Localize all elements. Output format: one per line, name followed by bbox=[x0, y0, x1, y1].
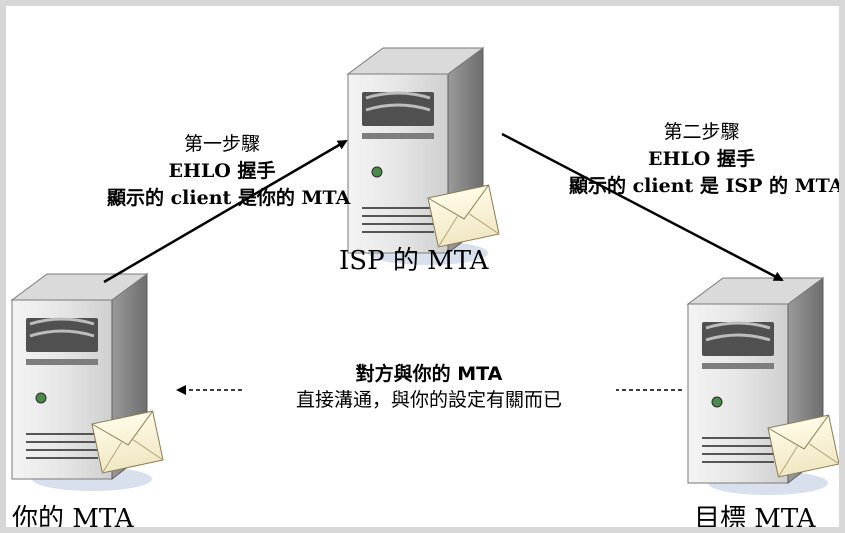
your-mta-server-icon bbox=[10, 272, 165, 493]
diagram-canvas: 第一步驟 EHLO 握手 顯示的 client 是你的 MTA 第二步驟 EHL… bbox=[6, 6, 839, 527]
step2-title: 第二步驟 bbox=[663, 121, 740, 143]
step1-arrow bbox=[103, 139, 348, 284]
note-line-2: 直接溝通，與你的設定有關而已 bbox=[295, 389, 562, 411]
step1-title: 第一步驟 bbox=[183, 133, 260, 155]
step2-arrow bbox=[501, 132, 784, 282]
diagram-graphics bbox=[10, 46, 839, 497]
target-mta-label: 目標 MTA bbox=[694, 504, 816, 527]
note-line-1: 對方與你的 MTA bbox=[355, 363, 503, 385]
your-mta-label: 你的 MTA bbox=[12, 504, 134, 527]
step1-client-note: 顯示的 client 是你的 MTA bbox=[107, 187, 351, 209]
isp-mta-label: ISP 的 MTA bbox=[339, 246, 489, 276]
isp-mta-server-icon bbox=[346, 46, 501, 267]
step2-handshake: EHLO 握手 bbox=[648, 148, 755, 170]
step2-label: 第二步驟 EHLO 握手 顯示的 client 是 ISP 的 MTA bbox=[569, 119, 839, 200]
step1-handshake: EHLO 握手 bbox=[168, 160, 276, 182]
step1-label: 第一步驟 EHLO 握手 顯示的 client 是你的 MTA bbox=[107, 131, 351, 212]
target-mta-server-icon bbox=[686, 276, 839, 497]
step2-client-note: 顯示的 client 是 ISP 的 MTA bbox=[569, 175, 839, 197]
direct-communication-note: 對方與你的 MTA 直接溝通，與你的設定有關而已 bbox=[242, 361, 616, 413]
